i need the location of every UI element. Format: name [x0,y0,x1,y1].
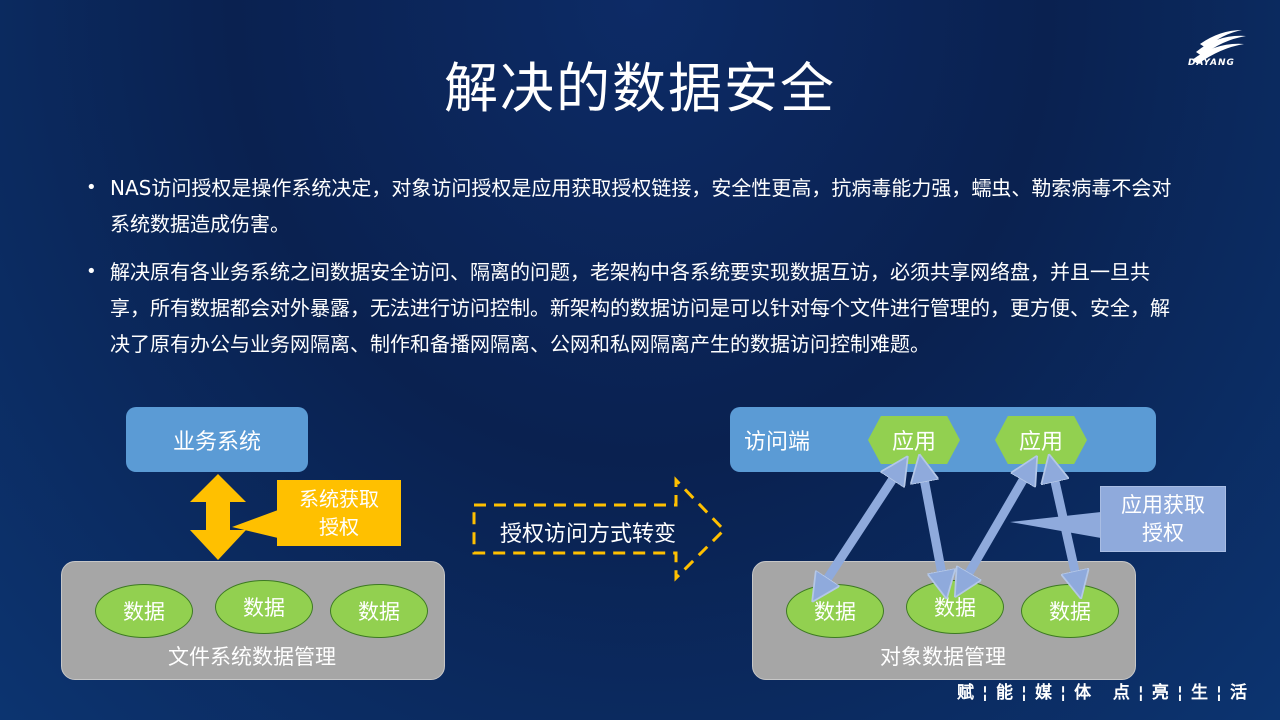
data-label: 数据 [814,600,856,624]
bullet-list: • NAS访问授权是操作系统决定，对象访问授权是应用获取授权链接，安全性更高，抗… [86,170,1176,374]
data-ellipse: 数据 [95,584,193,638]
access-arrow [820,468,900,590]
bullet-text: NAS访问授权是操作系统决定，对象访问授权是应用获取授权链接，安全性更高，抗病毒… [110,176,1172,236]
data-label: 数据 [358,600,400,624]
brand-logo-text: DAYANG [1188,58,1235,68]
system-auth-callout: 系统获取 授权 [277,480,401,546]
bullet-text: 解决原有各业务系统之间数据安全访问、隔离的问题，老架构中各系统要实现数据互访，必… [110,260,1170,356]
business-system-box: 业务系统 [126,407,308,472]
data-label: 数据 [123,600,165,624]
bullet-item: • NAS访问授权是操作系统决定，对象访问授权是应用获取授权链接，安全性更高，抗… [86,170,1176,242]
app-label: 应用 [1018,430,1063,455]
double-arrow-icon [190,474,246,560]
app-auth-callout: 应用获取 授权 [1100,486,1226,552]
data-label: 数据 [243,596,285,620]
app-auth-callout-label: 应用获取 授权 [1121,493,1205,545]
business-system-label: 业务系统 [172,429,261,455]
data-ellipse: 数据 [330,584,428,638]
slide-title: 解决的数据安全 [444,57,836,120]
footer-tagline: 赋 ¦ 能 ¦ 媒 ¦ 体 点 ¦ 亮 ¦ 生 ¦ 活 [956,683,1248,703]
access-arrow [962,468,1030,585]
access-endpoint-label: 访问端 [744,429,811,455]
bullet-dot: • [86,261,97,282]
callout-pointer [232,510,278,538]
data-label: 数据 [1049,600,1091,624]
file-system-group-label: 文件系统数据管理 [168,645,336,669]
access-arrow [922,468,944,585]
dayang-logo-icon [1192,30,1246,64]
transition-label: 授权访问方式转变 [499,522,676,547]
app-label: 应用 [891,430,936,455]
object-data-group-label: 对象数据管理 [880,645,1006,669]
data-ellipse: 数据 [215,580,313,634]
bullet-dot: • [86,177,97,198]
callout-pointer [1010,512,1101,538]
bullet-item: • 解决原有各业务系统之间数据安全访问、隔离的问题，老架构中各系统要实现数据互访… [86,254,1176,362]
system-auth-callout-label: 系统获取 授权 [299,487,379,539]
